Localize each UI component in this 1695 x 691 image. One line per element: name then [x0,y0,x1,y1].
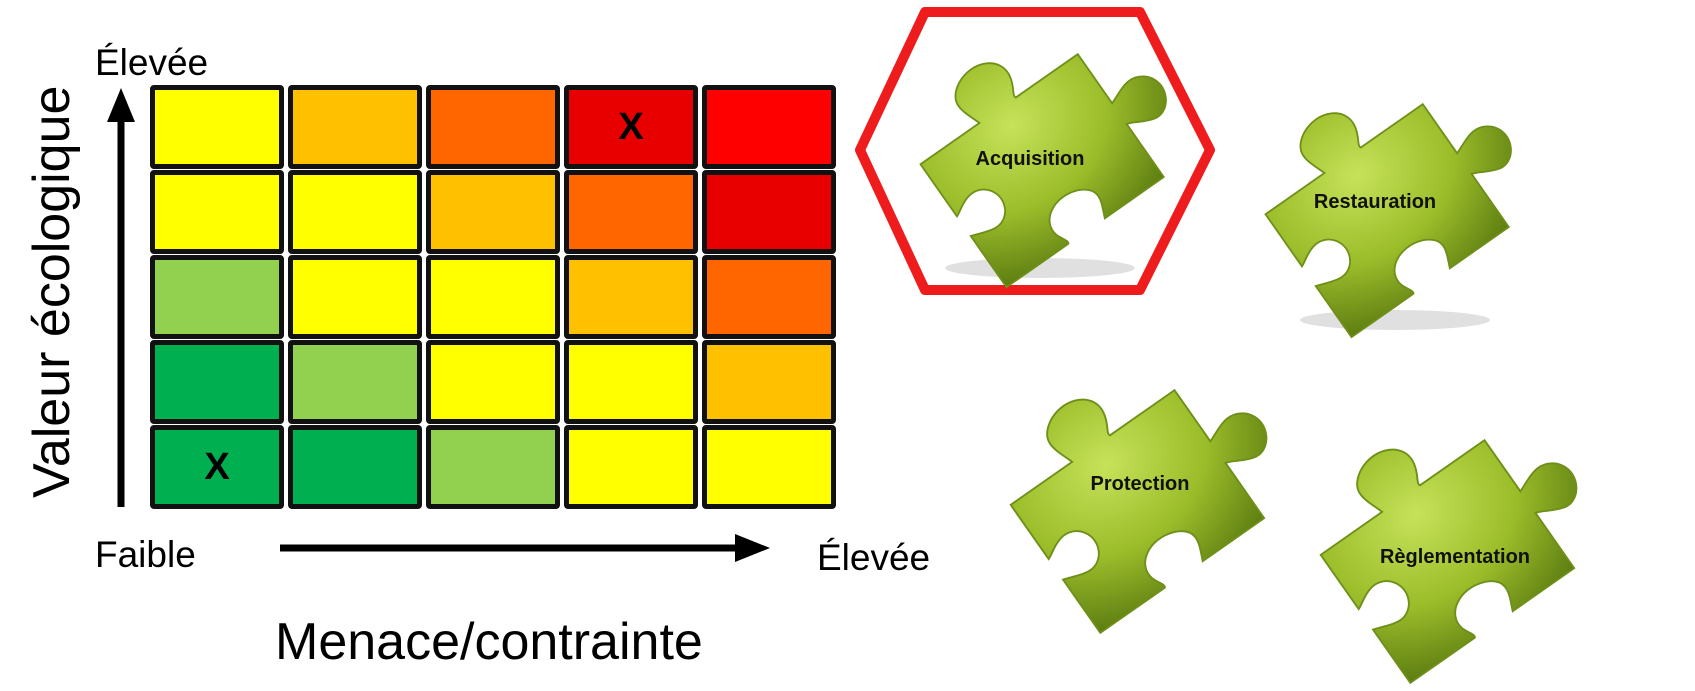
matrix-cell-r1-c5 [702,85,836,169]
matrix-cell-r2-c5 [702,170,836,254]
label-reglementation: Règlementation [1380,546,1530,568]
matrix-cell-r2-c2 [288,170,422,254]
matrix-cell-r4-c3 [426,340,560,424]
matrix-cell-r3-c2 [288,255,422,339]
matrix-cell-r2-c1 [150,170,284,254]
matrix-cell-r3-c4 [564,255,698,339]
label-protection: Protection [1091,473,1190,495]
y-axis-high-label: Élevée [95,42,209,83]
matrix-cell-r4-c1 [150,340,284,424]
y-axis-arrow [107,88,135,507]
label-restauration: Restauration [1314,191,1436,213]
matrix-cell-r3-c1 [150,255,284,339]
puzzle-piece-protection: Protection [980,317,1309,634]
matrix-cell-r5-c3 [426,425,560,509]
y-axis-title: Valeur écologique [23,85,81,498]
matrix-cell-r4-c4 [564,340,698,424]
x-axis-arrow [280,534,770,562]
matrix-cell-r5-c1: X [150,425,284,509]
matrix-cell-r1-c1 [150,85,284,169]
puzzle-piece-acquisition: Acquisition [855,0,1215,295]
matrix-cell-r4-c5 [702,340,836,424]
matrix-cell-r1-c3 [426,85,560,169]
matrix-cell-r1-c2 [288,85,422,169]
matrix-cell-r5-c4 [564,425,698,509]
x-axis-low-label: Faible [95,534,196,575]
x-axis-high-label: Élevée [817,537,931,578]
puzzle-piece-restauration: Restauration [1236,34,1551,339]
matrix-cell-r5-c2 [288,425,422,509]
matrix-cell-r5-c5 [702,425,836,509]
label-acquisition: Acquisition [976,148,1085,170]
matrix-cell-r2-c3 [426,170,560,254]
matrix-cell-r4-c2 [288,340,422,424]
highlight-hexagon [855,7,1215,295]
puzzle-piece-reglementation: Règlementation [1290,367,1619,684]
matrix-cell-r1-c4: X [564,85,698,169]
matrix-cell-r3-c5 [702,255,836,339]
matrix-cell-r2-c4 [564,170,698,254]
matrix-cell-r3-c3 [426,255,560,339]
x-axis-title: Menace/contrainte [275,613,703,671]
